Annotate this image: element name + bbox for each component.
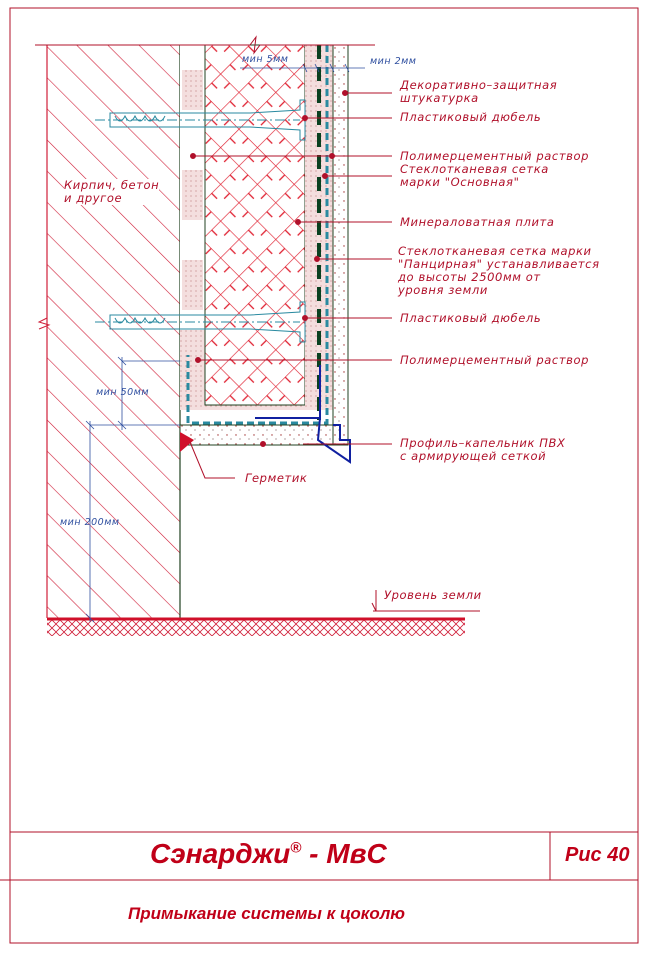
label-dowel-top: Пластиковый дюбель [400,110,542,124]
label-ground: Уровень земли [384,588,482,602]
mineral-wool-board [204,44,306,406]
label-mesh-main: Стеклотканевая сетка марки "Основная" [400,162,549,189]
dim-min50: мин 50мм [96,387,149,398]
label-wall: Кирпич, бетон и другое [64,178,160,205]
masonry-wall [47,45,180,618]
dim-min200: мин 200мм [60,517,120,528]
label-mesh-armor: Стеклотканевая сетка марки "Панцирная" у… [398,244,600,297]
dim-min5: мин 5мм [242,54,289,65]
label-mortar-bottom: Полимерцементный раствор [400,353,590,367]
plaster-layer [332,44,349,446]
label-wool: Минераловатная плита [400,215,555,229]
ground [47,618,465,636]
drip-profile [255,365,351,464]
sheet-frame [9,7,639,944]
title-brand: Сэнарджи® - МвС [150,838,387,869]
sealant-mark [180,432,194,452]
label-profile: Профиль–капельник ПВХ с армирующей сетко… [400,436,566,463]
figure-number: Рис 40 [565,844,630,866]
label-plaster: Декоративно–защитная штукатурка [400,78,558,105]
mesh-line [186,45,329,425]
dim-min2: мин 2мм [370,56,417,67]
label-sealant: Герметик [245,471,308,485]
caption: Примыкание системы к цоколю [128,904,405,923]
label-dowel-bottom: Пластиковый дюбель [400,311,542,325]
label-mortar-top: Полимерцементный раствор [400,149,590,163]
